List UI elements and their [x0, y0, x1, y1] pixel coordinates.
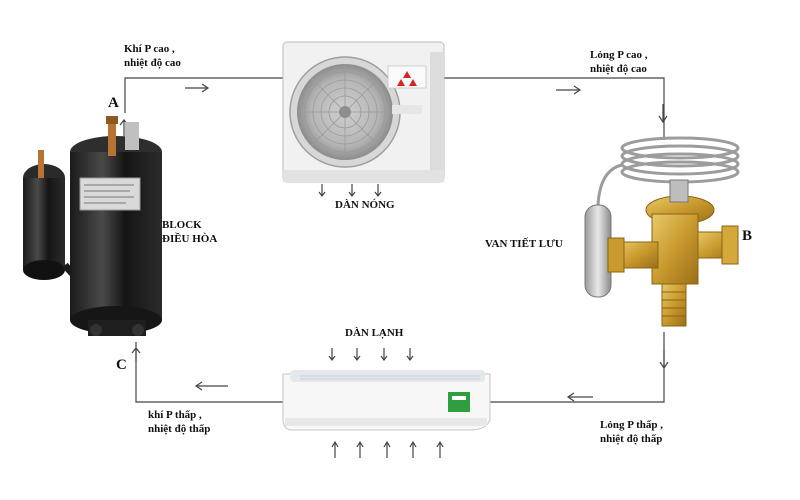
- compressor-label: BLOCK ĐIỀU HÒA: [162, 218, 217, 246]
- point-a-label: A: [108, 95, 119, 111]
- gas-high-label: Khí P cao , nhiệt độ cao: [124, 42, 181, 70]
- arrow-right-icon: [185, 83, 210, 93]
- liquid-low-line1: Lỏng P thấp ,: [600, 419, 663, 431]
- evaporator-label: DÀN LẠNH: [345, 327, 404, 339]
- expansion-valve-label: VAN TIẾT LƯU: [485, 238, 563, 250]
- compressor-image: [23, 116, 162, 336]
- arrow-right-icon: [556, 85, 582, 95]
- arrow-left-icon: [566, 392, 593, 402]
- liquid-low-line2: nhiệt độ thấp: [600, 433, 663, 445]
- evaporator-unit-image: [282, 370, 491, 431]
- condenser-unit-image: [282, 41, 445, 183]
- line-valve-to-evaporator: [490, 332, 665, 403]
- gas-high-line2: nhiệt độ cao: [124, 57, 181, 69]
- compressor-line1: BLOCK: [162, 219, 202, 231]
- expansion-valve-image: [584, 136, 740, 327]
- point-b-label: B: [742, 228, 753, 244]
- liquid-high-line2: nhiệt độ cao: [590, 63, 647, 75]
- gas-low-label: khí P thấp , nhiệt độ thấp: [148, 408, 210, 436]
- evaporator-bottom-arrows: [331, 440, 444, 458]
- gas-low-line1: khí P thấp ,: [148, 409, 202, 421]
- arrow-down-icon: [658, 104, 668, 124]
- line-evaporator-to-compressor: [135, 342, 283, 403]
- liquid-high-label: Lỏng P cao , nhiệt độ cao: [590, 48, 647, 76]
- condenser-air-arrows: [318, 184, 382, 197]
- gas-high-line1: Khí P cao ,: [124, 43, 175, 55]
- arrow-up-icon: [131, 347, 141, 362]
- line-compressor-to-condenser: [124, 77, 283, 113]
- gas-low-line2: nhiệt độ thấp: [148, 423, 211, 435]
- arrow-left-icon: [194, 381, 228, 391]
- point-c-label: C: [116, 357, 127, 373]
- arrow-down-icon: [659, 350, 669, 370]
- liquid-low-label: Lỏng P thấp , nhiệt độ thấp: [600, 418, 663, 446]
- compressor-line2: ĐIỀU HÒA: [162, 233, 218, 245]
- line-condenser-to-valve: [444, 77, 665, 140]
- liquid-high-line1: Lỏng P cao ,: [590, 49, 648, 61]
- flow-arrows: [119, 83, 669, 458]
- condenser-label: DÀN NÓNG: [335, 199, 395, 211]
- evaporator-top-arrows: [328, 348, 414, 361]
